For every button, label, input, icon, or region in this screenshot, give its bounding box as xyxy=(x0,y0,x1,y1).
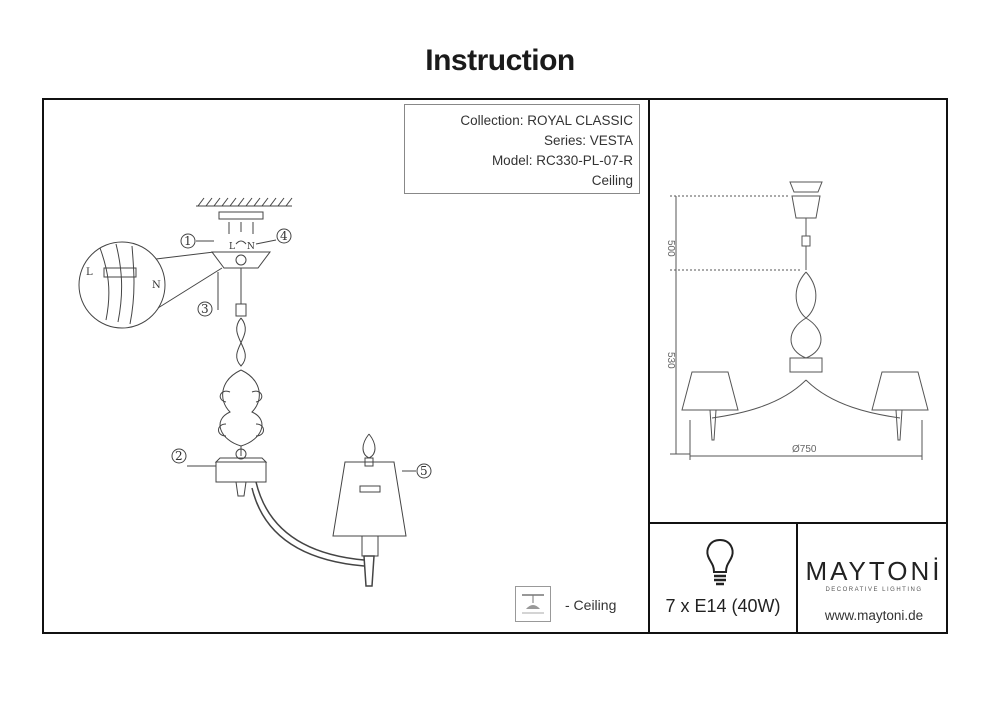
brand-website: www.maytoni.de xyxy=(824,608,924,623)
step-4-label: 4 xyxy=(280,229,288,243)
wire-l-label: L xyxy=(229,242,235,252)
lightbulb-icon xyxy=(700,536,740,588)
step-2-label: 2 xyxy=(175,449,183,463)
wire-l-detail-label: L xyxy=(86,267,93,278)
brand-logo: MAYTONİ xyxy=(805,556,943,586)
mount-label: Ceiling xyxy=(591,173,633,188)
footer-divider xyxy=(796,522,798,633)
chandelier-arm xyxy=(251,481,375,587)
step-5-label: 5 xyxy=(420,464,428,478)
collection-label: Collection: ROYAL CLASSIC xyxy=(460,113,633,128)
step-3-label: 3 xyxy=(201,302,209,316)
wire-n-label: N xyxy=(247,242,255,252)
product-info-box: Collection: ROYAL CLASSIC Series: VESTA … xyxy=(404,104,640,194)
dimension-body-height: 530 xyxy=(665,352,676,369)
step-1-label: 1 xyxy=(184,234,192,248)
instruction-frame xyxy=(42,98,948,634)
mounting-bracket xyxy=(218,211,264,234)
legend-ceiling-label: - Ceiling xyxy=(565,597,617,613)
chandelier-stem xyxy=(218,268,264,456)
page-title: Instruction xyxy=(425,44,575,77)
wire-n-detail-label: N xyxy=(152,280,161,291)
dimension-top-height: 500 xyxy=(665,240,676,257)
series-label: Series: VESTA xyxy=(543,133,633,148)
ceiling-mount-icon xyxy=(515,586,551,622)
brand-tagline: DECORATIVE LIGHTING xyxy=(825,587,923,593)
bulb-spec-label: 7 x E14 (40W) xyxy=(665,596,781,616)
ceiling-hatch xyxy=(196,197,293,207)
chandelier-hub xyxy=(214,448,268,497)
step-markers xyxy=(171,228,432,479)
ceiling-canopy xyxy=(211,240,271,269)
dimension-view xyxy=(670,181,929,460)
frame-divider-vertical xyxy=(648,99,650,633)
model-label: Model: RC330-PL-07-R xyxy=(491,153,633,168)
dimension-diameter: Ø750 xyxy=(792,444,817,455)
wiring-detail-callout xyxy=(78,241,223,329)
shade-with-bulb xyxy=(332,433,407,557)
